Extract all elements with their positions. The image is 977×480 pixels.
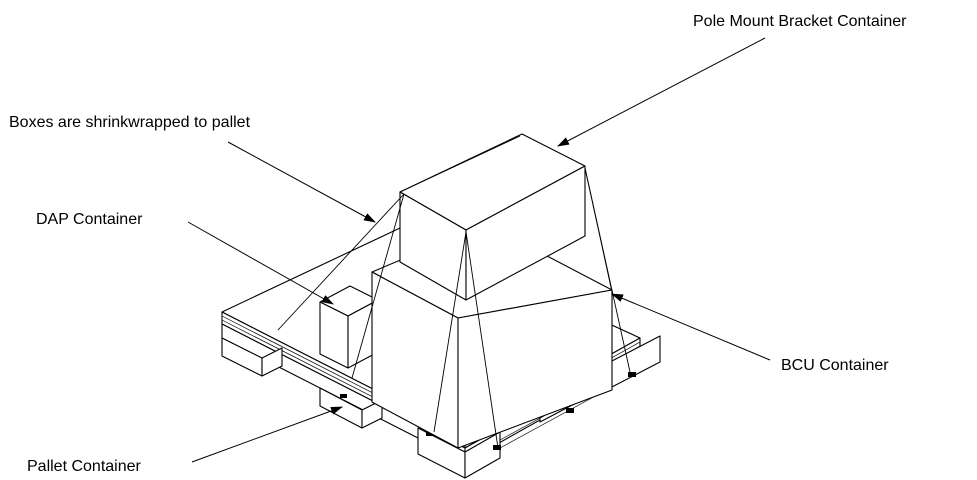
label-pole-mount: Pole Mount Bracket Container: [693, 13, 907, 30]
label-pallet: Pallet Container: [27, 458, 141, 475]
dap-container: [319, 285, 379, 369]
leader-dap: [187, 221, 334, 305]
leader-pole-mount: [557, 37, 766, 147]
leader-lines: [187, 37, 771, 463]
shrinkwrap-straps: [277, 135, 631, 449]
pole-mount-side: [465, 165, 586, 301]
leader-shrinkwrap: [227, 141, 376, 223]
leader-bcu: [611, 293, 771, 361]
label-shrinkwrap: Boxes are shrinkwrapped to pallet: [9, 114, 251, 131]
label-dap: DAP Container: [36, 211, 143, 228]
leader-pallet: [191, 406, 343, 463]
pole-mount-container: [399, 133, 586, 301]
label-bcu: BCU Container: [781, 357, 889, 374]
bcu-side: [457, 289, 613, 449]
